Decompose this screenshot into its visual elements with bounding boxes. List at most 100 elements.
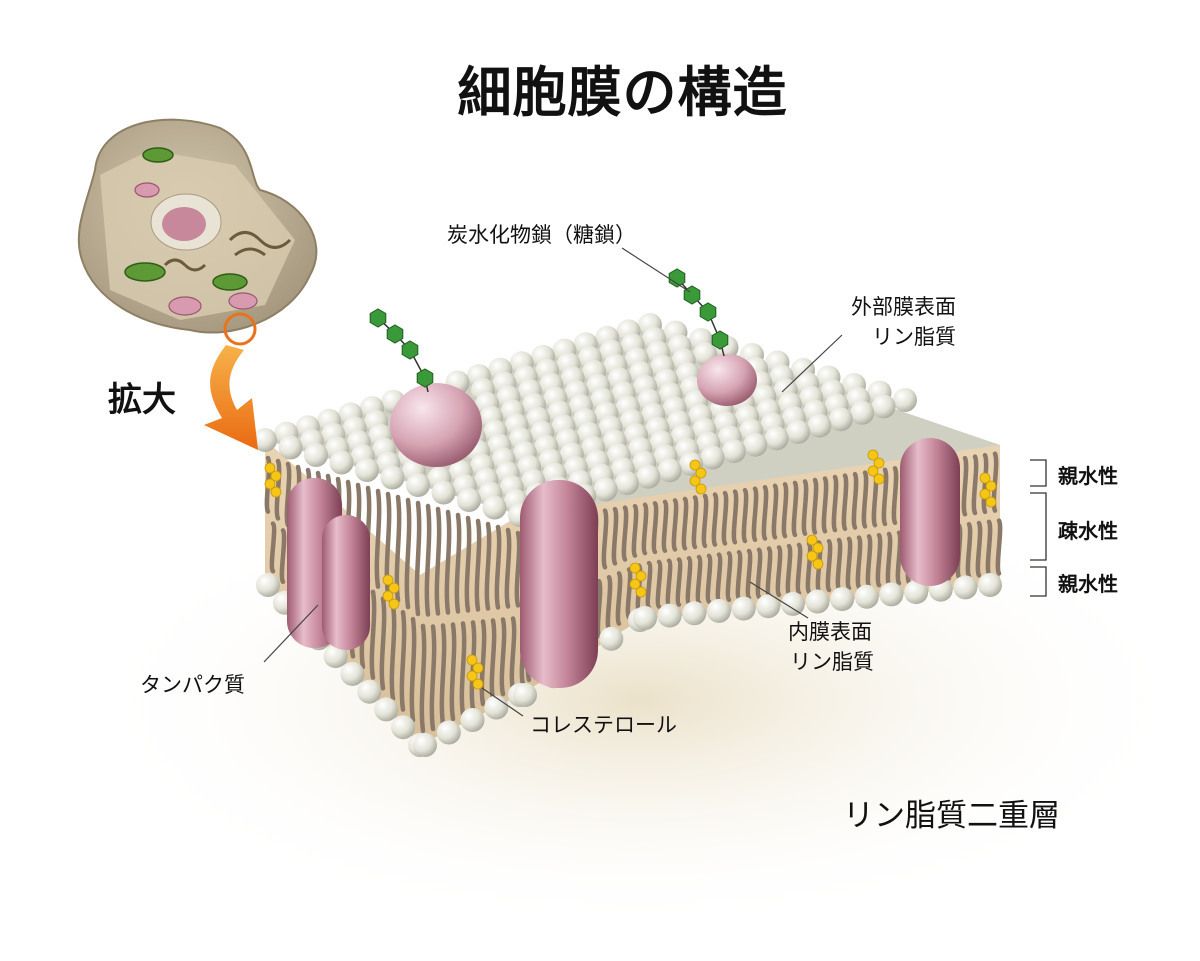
- cholesterol-unit: [873, 473, 885, 485]
- lipid-tail: [409, 616, 417, 723]
- inner-phospholipid-head: [256, 573, 280, 597]
- cholesterol-unit: [812, 558, 824, 570]
- lipid-tail: [611, 506, 619, 566]
- leader-lines: [263, 247, 843, 717]
- inner-phospholipid-head: [513, 683, 537, 707]
- lipid-tail: [751, 486, 759, 543]
- lipid-tail: [995, 518, 1003, 576]
- lipid-tail: [831, 474, 839, 533]
- lipid-tail: [671, 498, 679, 552]
- cholesterol-unit: [629, 562, 641, 574]
- phospholipid-head: [431, 480, 456, 505]
- lipid-tail: [715, 552, 723, 603]
- lipid-tail: [681, 496, 689, 551]
- lipid-tail: [741, 487, 749, 544]
- cholesterol-unit: [689, 475, 701, 487]
- inner-phospholipid-head: [460, 708, 485, 732]
- lipid-tail: [841, 473, 849, 532]
- lipid-tail: [434, 506, 442, 616]
- lipid-tail: [369, 589, 377, 680]
- inner-phospholipid-head: [682, 601, 707, 626]
- sugar-unit: [711, 330, 729, 350]
- outer-surface-label-line2: リン脂質: [872, 325, 956, 349]
- sugar-unit: [369, 308, 387, 328]
- sugar-unit: [683, 285, 701, 305]
- inner-phospholipid-head: [391, 715, 416, 740]
- lipid-tail: [459, 621, 467, 717]
- phospholipid-head: [871, 394, 896, 419]
- phospholipid-head: [657, 458, 682, 483]
- cholesterol-unit: [695, 467, 707, 479]
- glycoprotein-dome-left: [390, 383, 482, 467]
- inner-phospholipid-head: [904, 580, 929, 605]
- phospholipid-head: [764, 426, 789, 451]
- cholesterol-unit: [985, 496, 997, 508]
- lipid-tail: [725, 551, 733, 602]
- inner-phospholipid-head: [780, 591, 805, 616]
- lipid-tail: [701, 493, 709, 549]
- inner-phospholipid-head: [830, 587, 855, 612]
- sugar-unit: [401, 340, 419, 360]
- sugar-unit: [416, 368, 434, 388]
- phospholipid-head: [355, 458, 379, 482]
- zoom-label: 拡大: [108, 380, 176, 420]
- carbohydrate-chains: [369, 268, 729, 393]
- phospholipid-head: [700, 445, 725, 470]
- lipid-tail: [771, 483, 779, 540]
- lipid-tail: [655, 559, 663, 609]
- cholesterol-unit: [812, 542, 824, 554]
- cholesterol-unit: [629, 578, 641, 590]
- hydrophilic-top-label: 親水性: [1058, 464, 1118, 488]
- cholesterol-unit: [867, 449, 879, 461]
- inner-phospholipid-head: [599, 626, 624, 651]
- lipid-tail: [981, 452, 989, 515]
- lipid-tail: [731, 489, 739, 545]
- cholesterol-molecules: [264, 449, 997, 690]
- lipid-tail: [641, 502, 649, 556]
- cholesterol-unit: [867, 465, 879, 477]
- hydrophobic-label: 疎水性: [1058, 519, 1118, 543]
- lipid-tail: [615, 571, 623, 626]
- cholesterol-label: コレステロール: [530, 713, 677, 737]
- lipid-tail: [975, 520, 983, 578]
- lipid-tail: [735, 549, 743, 602]
- lipid-tail: [621, 505, 629, 562]
- protein-label: タンパク質: [140, 673, 245, 697]
- lipid-tail: [745, 548, 753, 601]
- sugar-unit: [699, 302, 717, 322]
- cholesterol-unit: [466, 654, 478, 666]
- cholesterol-unit: [382, 574, 394, 586]
- cholesterol-unit: [270, 486, 282, 498]
- lipid-tail: [985, 519, 993, 577]
- lipid-tail: [601, 508, 609, 570]
- inner-phospholipid-head: [323, 644, 348, 669]
- phospholipid-head: [893, 388, 917, 412]
- glycoprotein-dome-right: [697, 354, 757, 406]
- lipid-tail: [801, 479, 809, 536]
- cholesterol-unit: [270, 470, 282, 482]
- cholesterol-unit: [635, 586, 647, 598]
- phospholipid-head: [457, 488, 481, 512]
- lipid-tail: [711, 492, 719, 547]
- cholesterol-unit: [806, 550, 818, 562]
- inner-phospholipid-heads: [256, 573, 1002, 757]
- cell-illustration: [77, 118, 318, 334]
- phospholipid-head: [743, 432, 768, 457]
- inner-phospholipid-head: [374, 697, 399, 722]
- cholesterol-unit: [472, 678, 484, 690]
- inner-phospholipid-head: [879, 582, 904, 607]
- phospholipid-head: [850, 400, 875, 425]
- lipid-tail: [775, 545, 783, 598]
- lipid-tail: [389, 603, 397, 702]
- lipid-tail: [895, 530, 903, 586]
- lipid-tail: [661, 499, 669, 553]
- phospholipid-head: [482, 495, 507, 520]
- lipid-tail: [861, 470, 869, 529]
- lipid-tail: [469, 620, 477, 712]
- lipid-tail: [474, 518, 482, 612]
- lipid-tail: [811, 477, 819, 535]
- lipid-tail: [605, 574, 613, 633]
- cholesterol-unit: [695, 483, 707, 495]
- phospholipid-head: [636, 464, 661, 489]
